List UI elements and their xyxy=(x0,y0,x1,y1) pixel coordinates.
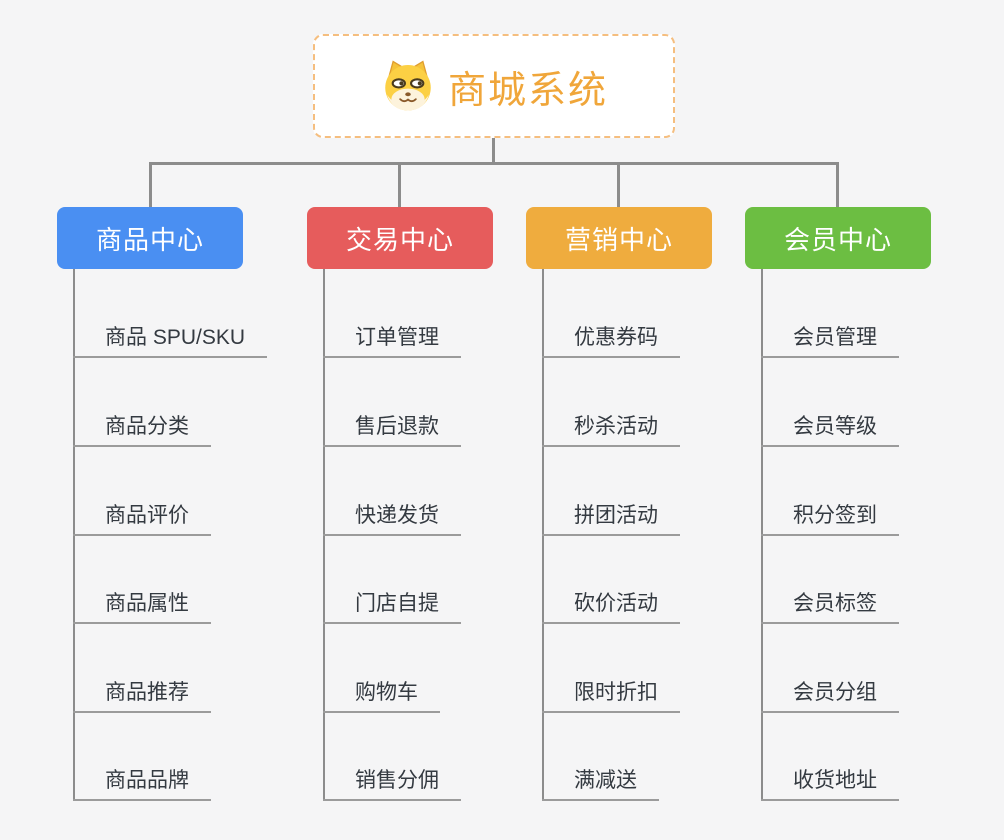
leaf-marketing-2[interactable]: 秒杀活动 xyxy=(542,415,680,447)
dog-face-icon xyxy=(380,58,436,114)
leaf-member-3[interactable]: 积分签到 xyxy=(761,504,899,536)
branch-member-center[interactable]: 会员中心 xyxy=(745,207,931,269)
connector-drop-product xyxy=(149,162,152,208)
leaf-trade-2[interactable]: 售后退款 xyxy=(323,415,461,447)
leaf-product-6[interactable]: 商品品牌 xyxy=(73,769,211,801)
leaf-product-5[interactable]: 商品推荐 xyxy=(73,681,211,713)
branch-trade-center[interactable]: 交易中心 xyxy=(307,207,493,269)
connector-drop-member xyxy=(836,162,839,208)
leaf-product-4[interactable]: 商品属性 xyxy=(73,592,211,624)
leaf-marketing-6[interactable]: 满减送 xyxy=(542,769,659,801)
leaf-marketing-1[interactable]: 优惠券码 xyxy=(542,326,680,358)
connector-drop-trade xyxy=(398,162,401,208)
leaf-product-3[interactable]: 商品评价 xyxy=(73,504,211,536)
connector-horizontal-bus xyxy=(149,162,839,165)
leaf-marketing-4[interactable]: 砍价活动 xyxy=(542,592,680,624)
leaf-trade-1[interactable]: 订单管理 xyxy=(323,326,461,358)
branch-marketing-center[interactable]: 营销中心 xyxy=(526,207,712,269)
connector-drop-marketing xyxy=(617,162,620,208)
leaf-member-2[interactable]: 会员等级 xyxy=(761,415,899,447)
root-title: 商城系统 xyxy=(447,69,608,112)
leaf-trade-5[interactable]: 购物车 xyxy=(323,681,440,713)
connector-root-trunk xyxy=(492,138,495,164)
leaf-trade-6[interactable]: 销售分佣 xyxy=(323,769,461,801)
leaf-member-1[interactable]: 会员管理 xyxy=(761,326,899,358)
leaf-trade-3[interactable]: 快递发货 xyxy=(323,504,461,536)
leaf-marketing-3[interactable]: 拼团活动 xyxy=(542,504,680,536)
leaf-trade-4[interactable]: 门店自提 xyxy=(323,592,461,624)
leaf-product-1[interactable]: 商品 SPU/SKU xyxy=(73,326,268,358)
root-node[interactable]: 商城系统 xyxy=(313,34,675,138)
leaf-marketing-5[interactable]: 限时折扣 xyxy=(542,681,680,713)
leaf-product-2[interactable]: 商品分类 xyxy=(73,415,211,447)
branch-product-center[interactable]: 商品中心 xyxy=(57,207,243,269)
leaf-member-4[interactable]: 会员标签 xyxy=(761,592,899,624)
leaf-member-5[interactable]: 会员分组 xyxy=(761,681,899,713)
leaf-member-6[interactable]: 收货地址 xyxy=(761,769,899,801)
